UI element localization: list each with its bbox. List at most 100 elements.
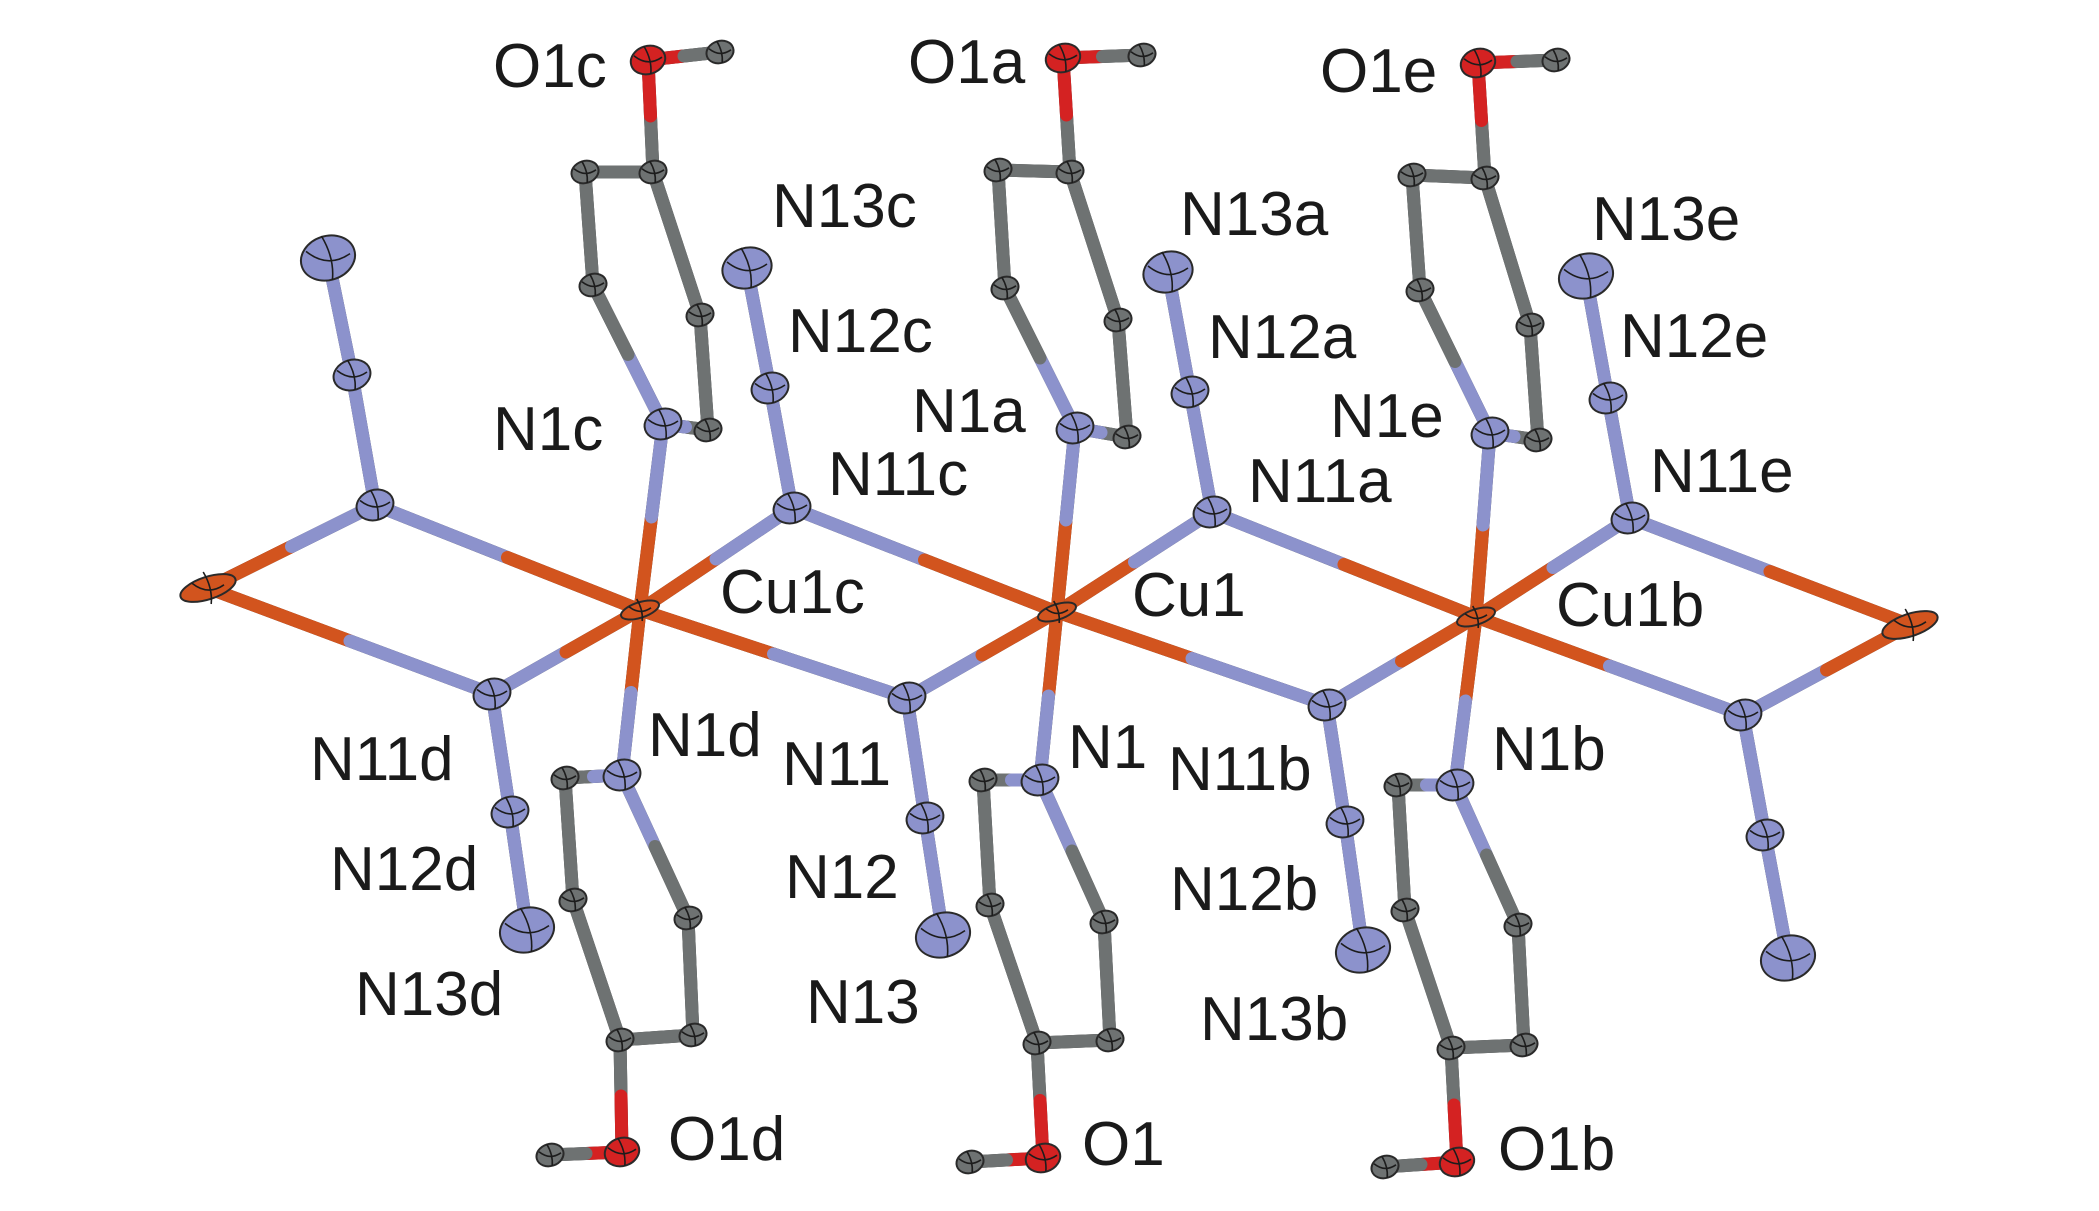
bond-C4e-O1e (1471, 56, 1492, 185)
atom-label-O1c: O1c (493, 32, 607, 101)
bond-half-C5b (1398, 903, 1435, 986)
bond-N11-N12 (900, 691, 932, 825)
atom-N12b (1325, 805, 1365, 839)
bond-N11e-N12e (1601, 391, 1637, 525)
atom-N13d (498, 906, 556, 954)
atom-Cu1c (620, 598, 660, 622)
bond-N11b-Cu1b (1320, 610, 1483, 712)
bond-N1-C2 (1033, 773, 1111, 929)
atom-label-N13a: N13a (1180, 180, 1329, 249)
bond-C4b-C5b (1398, 903, 1458, 1055)
bond-Cu1-N11b (1050, 605, 1334, 712)
atom-C6e (1523, 427, 1553, 453)
bond-Cu1b-N1e (1469, 426, 1497, 624)
bond-N11y-Cuextr (1736, 618, 1917, 722)
bond-half-C2a (998, 281, 1047, 365)
bond-N11d-Cu1c (485, 603, 647, 701)
atom-label-N13: N13 (806, 968, 920, 1037)
bond-half-Cuextr (1763, 565, 1917, 632)
atom-N12d (490, 795, 530, 829)
bond-half-Cu1 (1042, 605, 1064, 703)
bond-C4a-O1a (1056, 51, 1077, 179)
bond-half-C5d (566, 893, 603, 977)
atom-N12e (1588, 381, 1628, 415)
atom-label-N1: N1 (1068, 713, 1147, 782)
bond-N11a-N12a (1183, 385, 1219, 519)
bond-C5-C6 (976, 773, 997, 912)
atom-N12 (905, 801, 945, 835)
atom-O1d (603, 1136, 641, 1168)
atom-N13 (914, 911, 972, 959)
bond-Cu1c-N1d (615, 603, 647, 782)
bond-N11e-Cuextr (1623, 511, 1917, 632)
atoms-layer (179, 39, 1939, 1180)
atom-N11d (472, 677, 512, 711)
atom-C3 (1095, 1027, 1125, 1053)
bond-half-N11c (785, 501, 931, 567)
bond-Cu1b-N11y (1469, 610, 1750, 722)
atom-N13c (721, 246, 773, 290)
atom-N11c (772, 491, 812, 525)
atom-N11b (1307, 688, 1347, 722)
bond-N1d-C2d (615, 768, 695, 925)
atom-label-N11: N11 (782, 730, 891, 799)
bond-Cu1c-N11 (633, 603, 914, 705)
atom-C2a (990, 275, 1020, 301)
bond-C2e-C3e (1405, 168, 1427, 297)
bond-C4c-C5c (646, 165, 707, 322)
bond-half-Cu1c (624, 603, 647, 699)
atom-C6b (1383, 772, 1413, 798)
atom-O1b (1438, 1146, 1476, 1178)
bond-C4d-O1d (613, 1033, 629, 1159)
atom-C2c (578, 272, 608, 298)
atom-N11e (1610, 501, 1650, 535)
atom-label-N11b: N11b (1168, 735, 1312, 804)
bond-half-N11d (343, 634, 499, 701)
bond-half-C5c (670, 237, 707, 322)
bond-C4e-C5e (1478, 171, 1537, 332)
bond-half-Cuextl (201, 581, 357, 648)
atom-label-N12d: N12d (330, 835, 478, 904)
bond-C2d-C3d (681, 911, 700, 1042)
bond-N11x-N12x (345, 368, 382, 512)
atom-label-N13d: N13d (355, 960, 503, 1029)
atom-label-N1e: N1e (1330, 382, 1444, 451)
atom-Cuextr (1881, 608, 1939, 642)
atom-label-O1d: O1d (668, 1105, 785, 1174)
bond-half-C2c (586, 278, 635, 361)
atom-label-N12e: N12e (1620, 302, 1768, 371)
atom-label-Cu1: Cu1 (1132, 561, 1246, 630)
bond-C4c-O1c (641, 53, 660, 179)
atom-N11y (1723, 698, 1763, 732)
bond-C4-O1 (1030, 1036, 1050, 1165)
bond-N11c-Cu1 (785, 501, 1064, 619)
bond-Cu1-N1 (1033, 605, 1064, 787)
bond-N11a-Cu1b (1205, 505, 1483, 624)
bond-N11c-N12c (763, 381, 799, 515)
bond-half-C4b (1421, 972, 1458, 1055)
atom-N1c (643, 407, 683, 441)
atom-label-N1c: N1c (493, 395, 603, 464)
atom-C4b (1436, 1035, 1466, 1061)
atom-N13x (299, 234, 357, 282)
atom-label-N11c: N11c (828, 440, 968, 509)
atom-label-N13c: N13c (772, 172, 917, 241)
bond-C2-C3 (1097, 915, 1117, 1047)
atom-C4d (605, 1027, 635, 1053)
atom-N11a (1192, 495, 1232, 529)
atom-N1b (1435, 768, 1475, 802)
atom-label-Cu1b: Cu1b (1556, 571, 1704, 640)
bond-half-N11b (1185, 652, 1334, 712)
atom-label-N13b: N13b (1200, 985, 1348, 1054)
atom-C2b (1503, 912, 1533, 938)
bond-C5c-C6c (693, 308, 715, 437)
atom-N12a (1170, 375, 1210, 409)
bond-half-Cu1b (1469, 610, 1616, 673)
atom-label-N12: N12 (785, 843, 899, 912)
atom-N12c (750, 371, 790, 405)
atom-O1a (1044, 42, 1082, 74)
atom-N1d (602, 758, 642, 792)
bond-N1b-C2b (1448, 778, 1525, 932)
bond-half-C5e (1501, 245, 1537, 332)
atom-N12y (1745, 818, 1785, 852)
